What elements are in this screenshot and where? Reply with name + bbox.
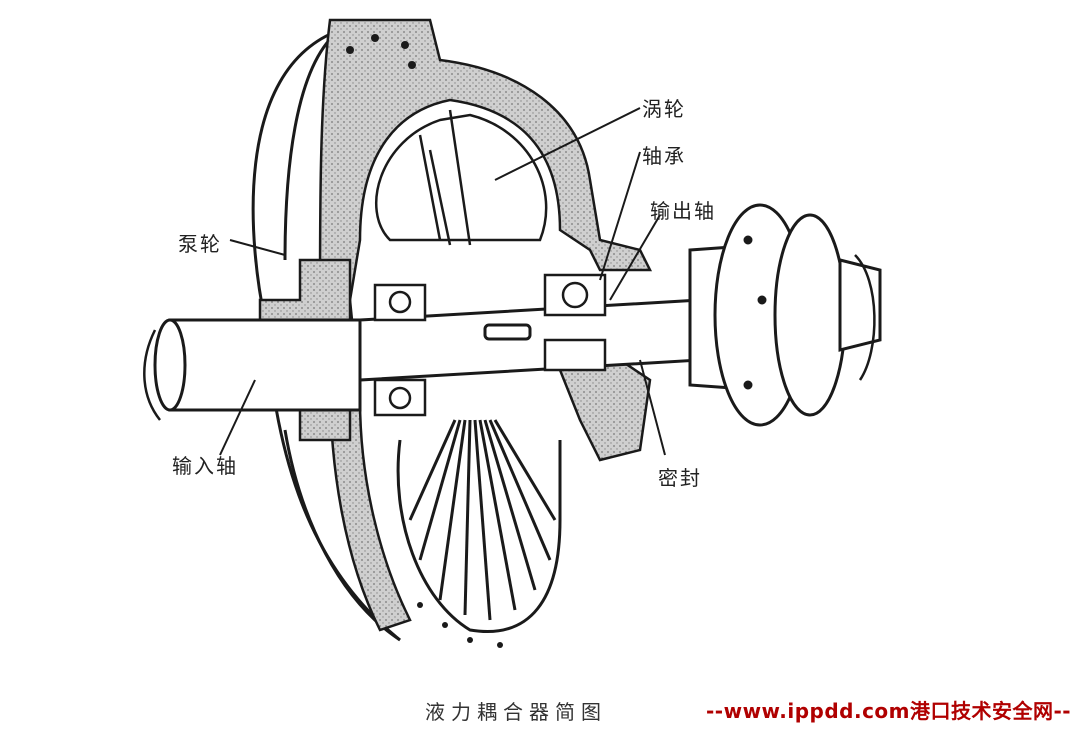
rotation-arrows: [143, 254, 876, 421]
label-output-shaft: 输出轴: [650, 199, 716, 223]
label-input-shaft: 输入轴: [172, 454, 238, 478]
flange-bolt-holes: [346, 34, 503, 648]
label-seal: 密封: [658, 466, 702, 490]
diagram-caption: 液力耦合器简图: [425, 700, 607, 724]
label-pump-wheel: 泵轮: [178, 232, 222, 256]
shaft: [153, 298, 702, 412]
label-bearing: 轴承: [642, 144, 686, 168]
turbine-blades: [396, 419, 562, 633]
bearings: [373, 273, 607, 417]
leader-lines: [219, 107, 666, 456]
output-flange: [688, 203, 882, 427]
watermark-text: --www.ippdd.com港口技术安全网--: [706, 699, 1072, 723]
label-turbine: 涡轮: [642, 97, 686, 121]
turbine-runner: [375, 109, 548, 246]
